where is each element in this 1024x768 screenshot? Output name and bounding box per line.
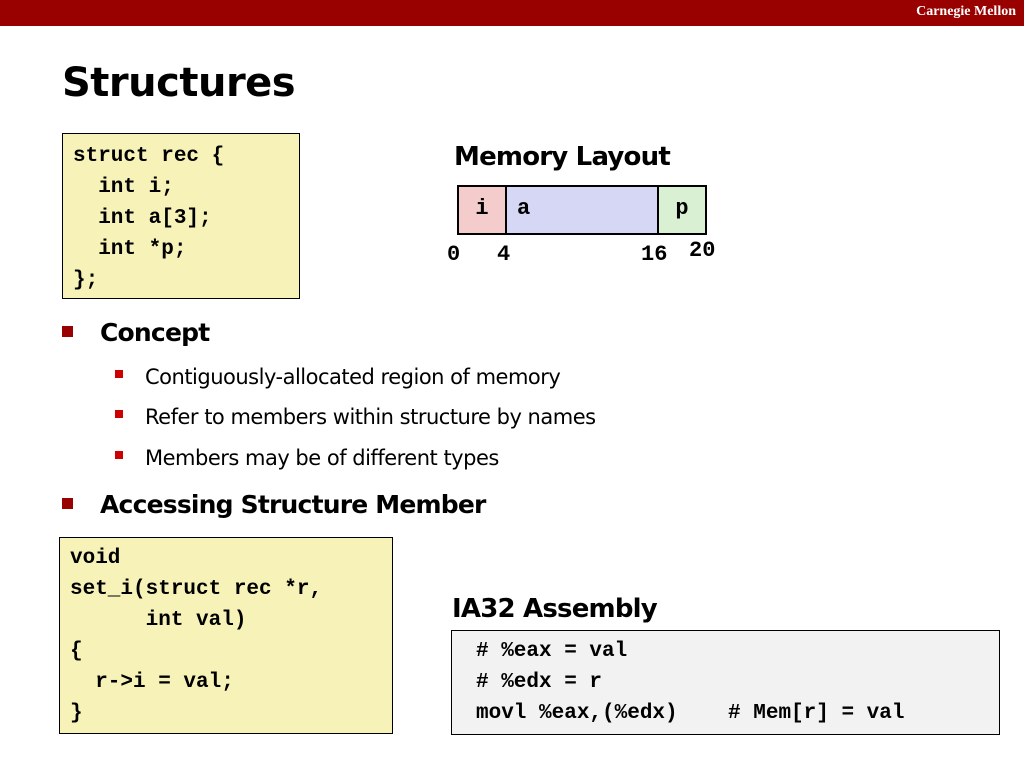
assembly-code-block: # %eax = val # %edx = r movl %eax,(%edx)… <box>451 630 1000 735</box>
brand-label: Carnegie Mellon <box>916 4 1016 19</box>
sub-bullet-text: Members may be of different types <box>145 446 499 470</box>
slide-title: Structures <box>62 60 296 106</box>
memory-layout-diagram: i a p <box>457 185 707 235</box>
offset-20: 20 <box>689 238 716 263</box>
sub-bullet-text: Refer to members within structure by nam… <box>145 405 596 429</box>
square-bullet-icon <box>115 410 123 418</box>
sub-bullet-refer: Refer to members within structure by nam… <box>115 405 596 429</box>
square-bullet-icon <box>62 498 73 509</box>
bullet-concept: Concept <box>62 318 210 347</box>
bullet-accessing: Accessing Structure Member <box>62 490 486 519</box>
header-bar: Carnegie Mellon <box>0 0 1024 26</box>
bullet-label: Concept <box>100 318 210 347</box>
offset-0: 0 <box>447 242 461 267</box>
sub-bullet-text: Contiguously-allocated region of memory <box>145 365 561 389</box>
mem-cell-a: a <box>507 187 659 233</box>
memory-layout-heading: Memory Layout <box>454 142 671 172</box>
sub-bullet-contiguous: Contiguously-allocated region of memory <box>115 365 561 389</box>
mem-cell-p: p <box>659 187 705 233</box>
bullet-label: Accessing Structure Member <box>100 490 486 519</box>
assembly-heading: IA32 Assembly <box>452 594 658 624</box>
mem-cell-i: i <box>459 187 507 233</box>
square-bullet-icon <box>115 370 123 378</box>
set-i-code-block: void set_i(struct rec *r, int val) { r->… <box>59 537 393 734</box>
offset-16: 16 <box>641 242 668 267</box>
square-bullet-icon <box>115 451 123 459</box>
offset-4: 4 <box>497 242 511 267</box>
sub-bullet-types: Members may be of different types <box>115 446 499 470</box>
struct-code-block: struct rec { int i; int a[3]; int *p; }; <box>62 133 300 299</box>
square-bullet-icon <box>62 326 73 337</box>
